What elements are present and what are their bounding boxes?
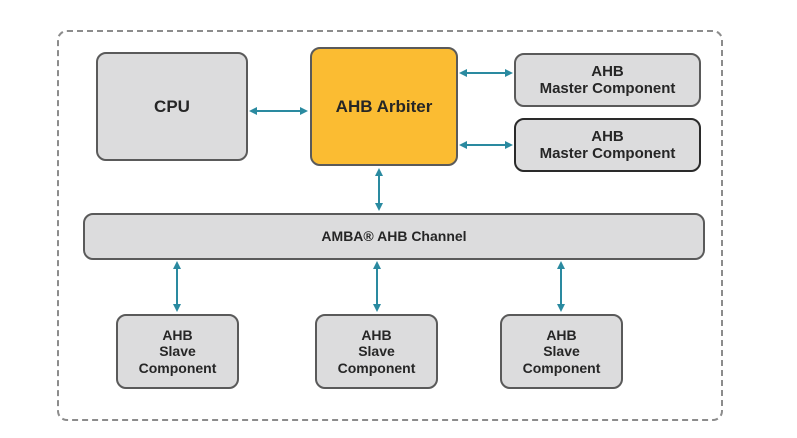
- ahb-master-component-1: AHB Master Component: [514, 53, 701, 107]
- ahb-arbiter-block: AHB Arbiter: [310, 47, 458, 166]
- ahb-slave-component-2: AHB Slave Component: [315, 314, 438, 389]
- cpu-block: CPU: [96, 52, 248, 161]
- ahb-slave-component-3: AHB Slave Component: [500, 314, 623, 389]
- ahb-master-component-2: AHB Master Component: [514, 118, 701, 172]
- ahb-slave-component-1: AHB Slave Component: [116, 314, 239, 389]
- system-boundary: [57, 30, 723, 421]
- amba-ahb-channel: AMBA® AHB Channel: [83, 213, 705, 260]
